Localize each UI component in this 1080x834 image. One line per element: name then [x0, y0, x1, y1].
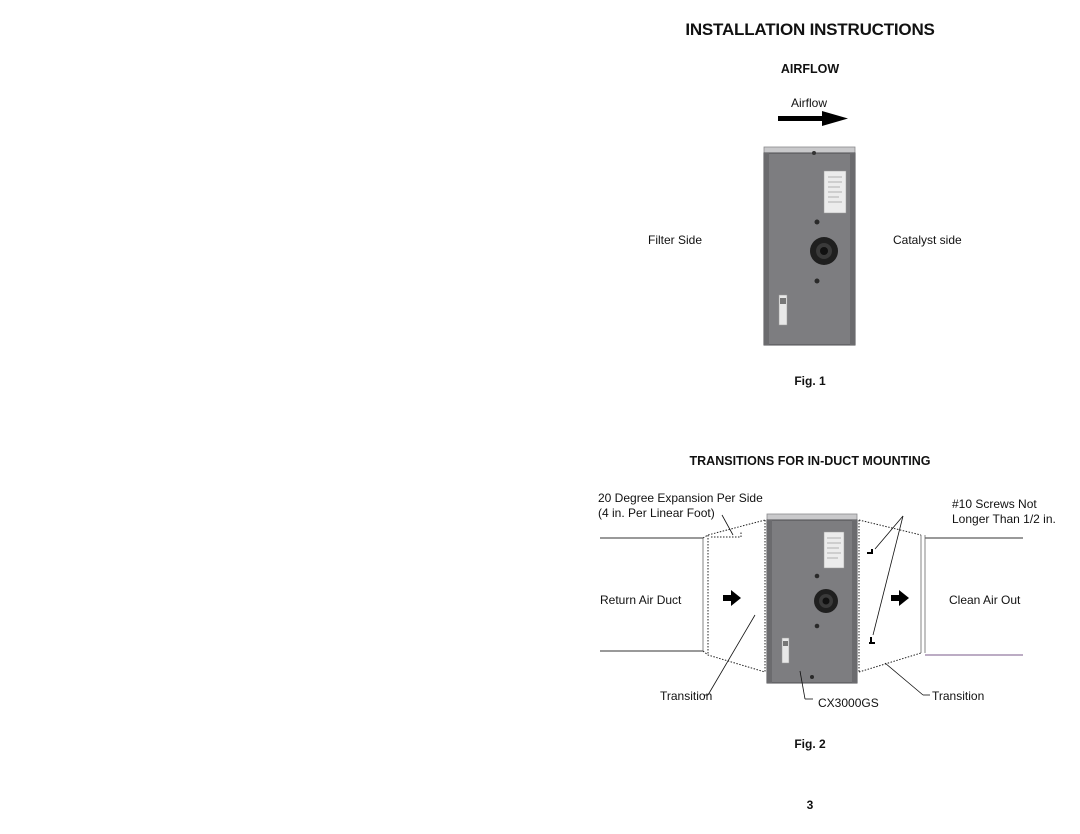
clean-air-out-label: Clean Air Out: [949, 593, 1021, 607]
airflow-arrow-label: Airflow: [790, 96, 828, 110]
catalyst-side-label: Catalyst side: [893, 233, 962, 247]
fig1-caption: Fig. 1: [794, 374, 826, 388]
fig2-caption: Fig. 2: [794, 737, 826, 751]
return-air-duct-label: Return Air Duct: [600, 593, 682, 607]
airflow-arrow-icon: [778, 111, 848, 126]
transition-left-label: Transition: [660, 689, 713, 703]
page-number: 3: [806, 798, 814, 812]
direction-arrow-right-icon: [891, 590, 909, 606]
screws-label-line2: Longer Than 1/2 in.: [952, 512, 1056, 526]
screws-label-line1: #10 Screws Not: [952, 497, 1037, 511]
screw-bottom-icon: [869, 637, 875, 644]
fig2-drawing: [600, 513, 1023, 700]
airflow-heading: AIRFLOW: [780, 62, 840, 76]
transitions-heading: TRANSITIONS FOR IN-DUCT MOUNTING: [689, 454, 931, 468]
transition-right-label: Transition: [932, 689, 985, 703]
fig1-drawing: [763, 111, 856, 346]
direction-arrow-left-icon: [723, 590, 741, 606]
page-title: INSTALLATION INSTRUCTIONS: [685, 20, 935, 39]
air-cleaner-unit-icon: [763, 146, 856, 346]
screw-top-icon: [867, 549, 873, 554]
model-label: CX3000GS: [818, 696, 879, 710]
expansion-label-line2: (4 in. Per Linear Foot): [598, 506, 715, 520]
filter-side-label: Filter Side: [648, 233, 703, 247]
air-cleaner-unit-icon: [766, 513, 858, 684]
expansion-label-line1: 20 Degree Expansion Per Side: [598, 491, 763, 505]
